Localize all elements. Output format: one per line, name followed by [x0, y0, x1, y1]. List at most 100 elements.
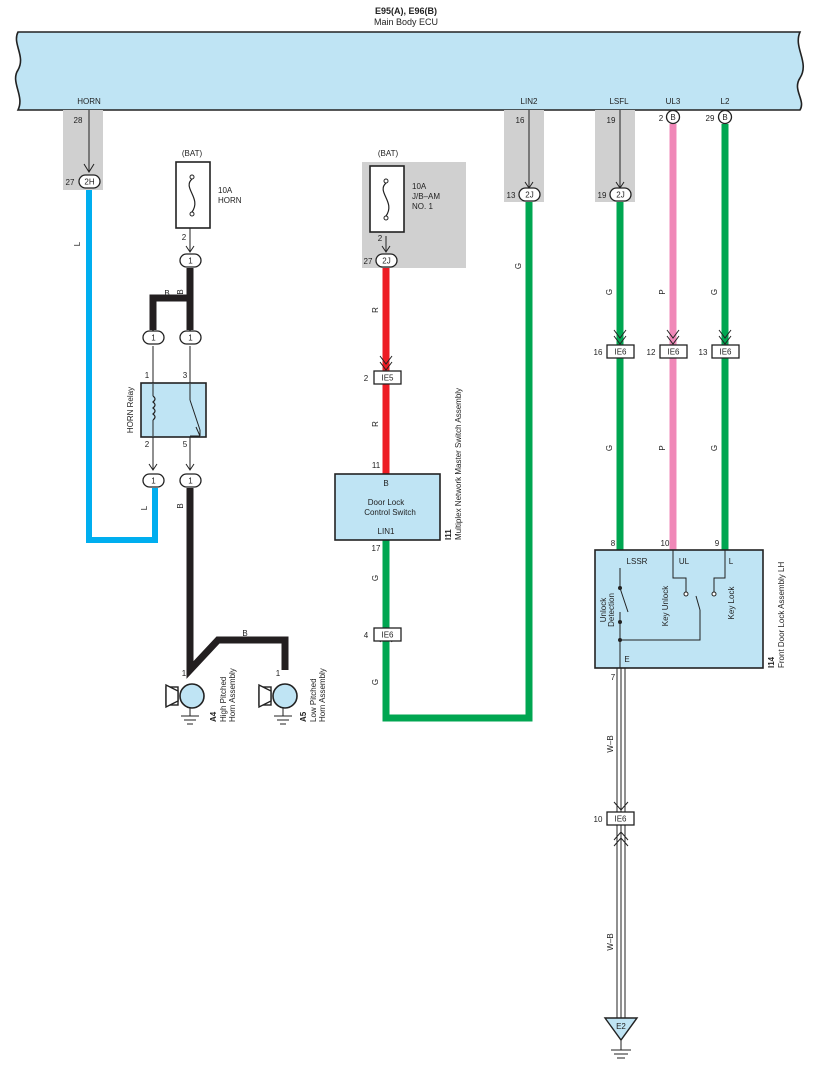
fuse-horn-source: (BAT) [182, 149, 203, 158]
connector-ie6-l2: IE6 13 [699, 344, 740, 359]
fuse-jb-name1: J/B–AM [412, 192, 440, 201]
i14-key-unlock: Key Unlock [661, 585, 670, 626]
svg-text:IE5: IE5 [381, 374, 394, 383]
wire-horn-fuse-b [148, 228, 289, 679]
wire-color-p2: P [658, 445, 667, 450]
horn-a5: 1 A5 Low Pitched Horn Assembly [258, 668, 327, 725]
wire-color-b4: B [242, 629, 247, 638]
svg-text:IE6: IE6 [719, 348, 732, 357]
fuse-jb-out-pin: 2 [378, 234, 383, 243]
i11-line2: Control Switch [364, 508, 416, 517]
lock-i14: LSSR UL L E 8 10 9 7 Unlock Detection Ke… [594, 539, 786, 682]
connector-2h-horn: 2H 27 [66, 174, 101, 189]
wire-color-wb2: W–B [606, 933, 615, 950]
i11-line1: Door Lock [368, 498, 405, 507]
relay-pin-1: 1 [145, 371, 150, 380]
wire-color-g7: G [710, 445, 719, 451]
i14-term-l: L [729, 557, 734, 566]
connector-ie6-ul3: IE6 12 [647, 344, 688, 359]
horn-a5-line1: Low Pitched [309, 678, 318, 722]
horn-relay: HORN Relay 1 3 2 5 [126, 371, 207, 449]
wire-color-b1: B [164, 289, 169, 298]
connector-ecu-ul3-b: B [665, 109, 681, 125]
i14-term-ul: UL [679, 557, 690, 566]
svg-text:27: 27 [364, 257, 373, 266]
fuse-horn-rating: 10A [218, 186, 233, 195]
fuse-jb-rating: 10A [412, 182, 427, 191]
svg-text:IE6: IE6 [614, 815, 627, 824]
horn-a5-line2: Horn Assembly [318, 668, 327, 722]
svg-text:IE6: IE6 [614, 348, 627, 357]
horn-a4-line2: Horn Assembly [228, 668, 237, 722]
fuse-jb-source: (BAT) [378, 149, 399, 158]
wire-jb-am-r [379, 236, 393, 474]
switch-i11: B Door Lock Control Switch LIN1 11 17 I1… [334, 388, 463, 553]
connector-ecu-l2-b: B [717, 109, 733, 125]
relay-pin-3: 3 [183, 371, 188, 380]
connector-relay-out-5: 1 [179, 473, 202, 488]
svg-text:1: 1 [188, 257, 193, 266]
i14-key-lock: Key Lock [727, 586, 736, 620]
svg-text:4: 4 [364, 631, 369, 640]
i14-code: I14 [767, 656, 776, 668]
i14-name: Front Door Lock Assembly LH [777, 562, 786, 668]
wire-color-g3: G [514, 263, 523, 269]
ecu-pin-l2-number: 29 [706, 114, 715, 123]
wire-ul3-p [666, 124, 680, 550]
wire-wb-ground [613, 668, 629, 1018]
relay-pin-5: 5 [183, 440, 188, 449]
main-body-ecu: E95(A), E96(B) Main Body ECU [14, 6, 805, 111]
connector-fuse-horn-out: 1 2 [179, 233, 202, 268]
ecu-name: Main Body ECU [374, 17, 438, 27]
ground-e2: E2 [603, 1017, 639, 1059]
ecu-pin-horn-name: HORN [77, 97, 101, 106]
i14-term-e: E [624, 655, 629, 664]
horn-a4-pin: 1 [182, 669, 187, 678]
connector-2j-lin2: 2J 13 [507, 187, 541, 202]
wire-color-b3: B [176, 503, 185, 508]
ecu-pin-lsfl-number: 19 [607, 116, 616, 125]
connector-2j-jb: 2J 27 [364, 253, 398, 268]
wire-l2-g [718, 124, 732, 550]
connector-ie6-wb: IE6 10 [594, 811, 635, 826]
wire-color-b2: B [176, 289, 185, 294]
horn-a5-code: A5 [299, 711, 308, 722]
ecu-pin-lin2-number: 16 [516, 116, 525, 125]
wire-color-g1: G [371, 575, 380, 581]
svg-text:1: 1 [188, 477, 193, 486]
fuse-jb-am: (BAT) 10A J/B–AM NO. 1 2 [369, 149, 440, 243]
ecu-pin-lin2-name: LIN2 [521, 97, 538, 106]
svg-text:2: 2 [182, 233, 187, 242]
svg-text:2H: 2H [84, 178, 94, 187]
svg-text:1: 1 [188, 334, 193, 343]
svg-text:B: B [670, 113, 675, 122]
ecu-pin-ul3-name: UL3 [666, 97, 681, 106]
wire-color-l1: L [73, 241, 82, 246]
svg-text:12: 12 [647, 348, 656, 357]
i11-code: I11 [444, 529, 453, 540]
i14-term-lssr: LSSR [627, 557, 648, 566]
svg-text:2J: 2J [382, 257, 390, 266]
ground-e2-name: E2 [616, 1022, 626, 1031]
relay-pin-2: 2 [145, 440, 150, 449]
ecu-code: E95(A), E96(B) [375, 6, 437, 16]
lin2-pin-shade [504, 110, 544, 202]
svg-text:2: 2 [364, 374, 369, 383]
i14-pin-e: 7 [611, 673, 616, 682]
i11-pin-top: 11 [372, 461, 381, 470]
i14-pin-l: 9 [715, 539, 720, 548]
svg-text:19: 19 [598, 191, 607, 200]
i14-unlock-det-1: Unlock [599, 597, 608, 622]
horn-a4-code: A4 [209, 711, 218, 722]
connector-ie5: IE5 2 [364, 370, 402, 385]
svg-text:2J: 2J [525, 191, 533, 200]
fuse-jb-name2: NO. 1 [412, 202, 433, 211]
wire-color-r1: R [371, 307, 380, 313]
svg-text:B: B [722, 113, 727, 122]
svg-text:27: 27 [66, 178, 75, 187]
connector-relay-in-3: 1 [179, 330, 202, 345]
i11-pin-bottom: 17 [372, 544, 381, 553]
svg-text:1: 1 [151, 334, 156, 343]
wire-color-g4: G [605, 289, 614, 295]
